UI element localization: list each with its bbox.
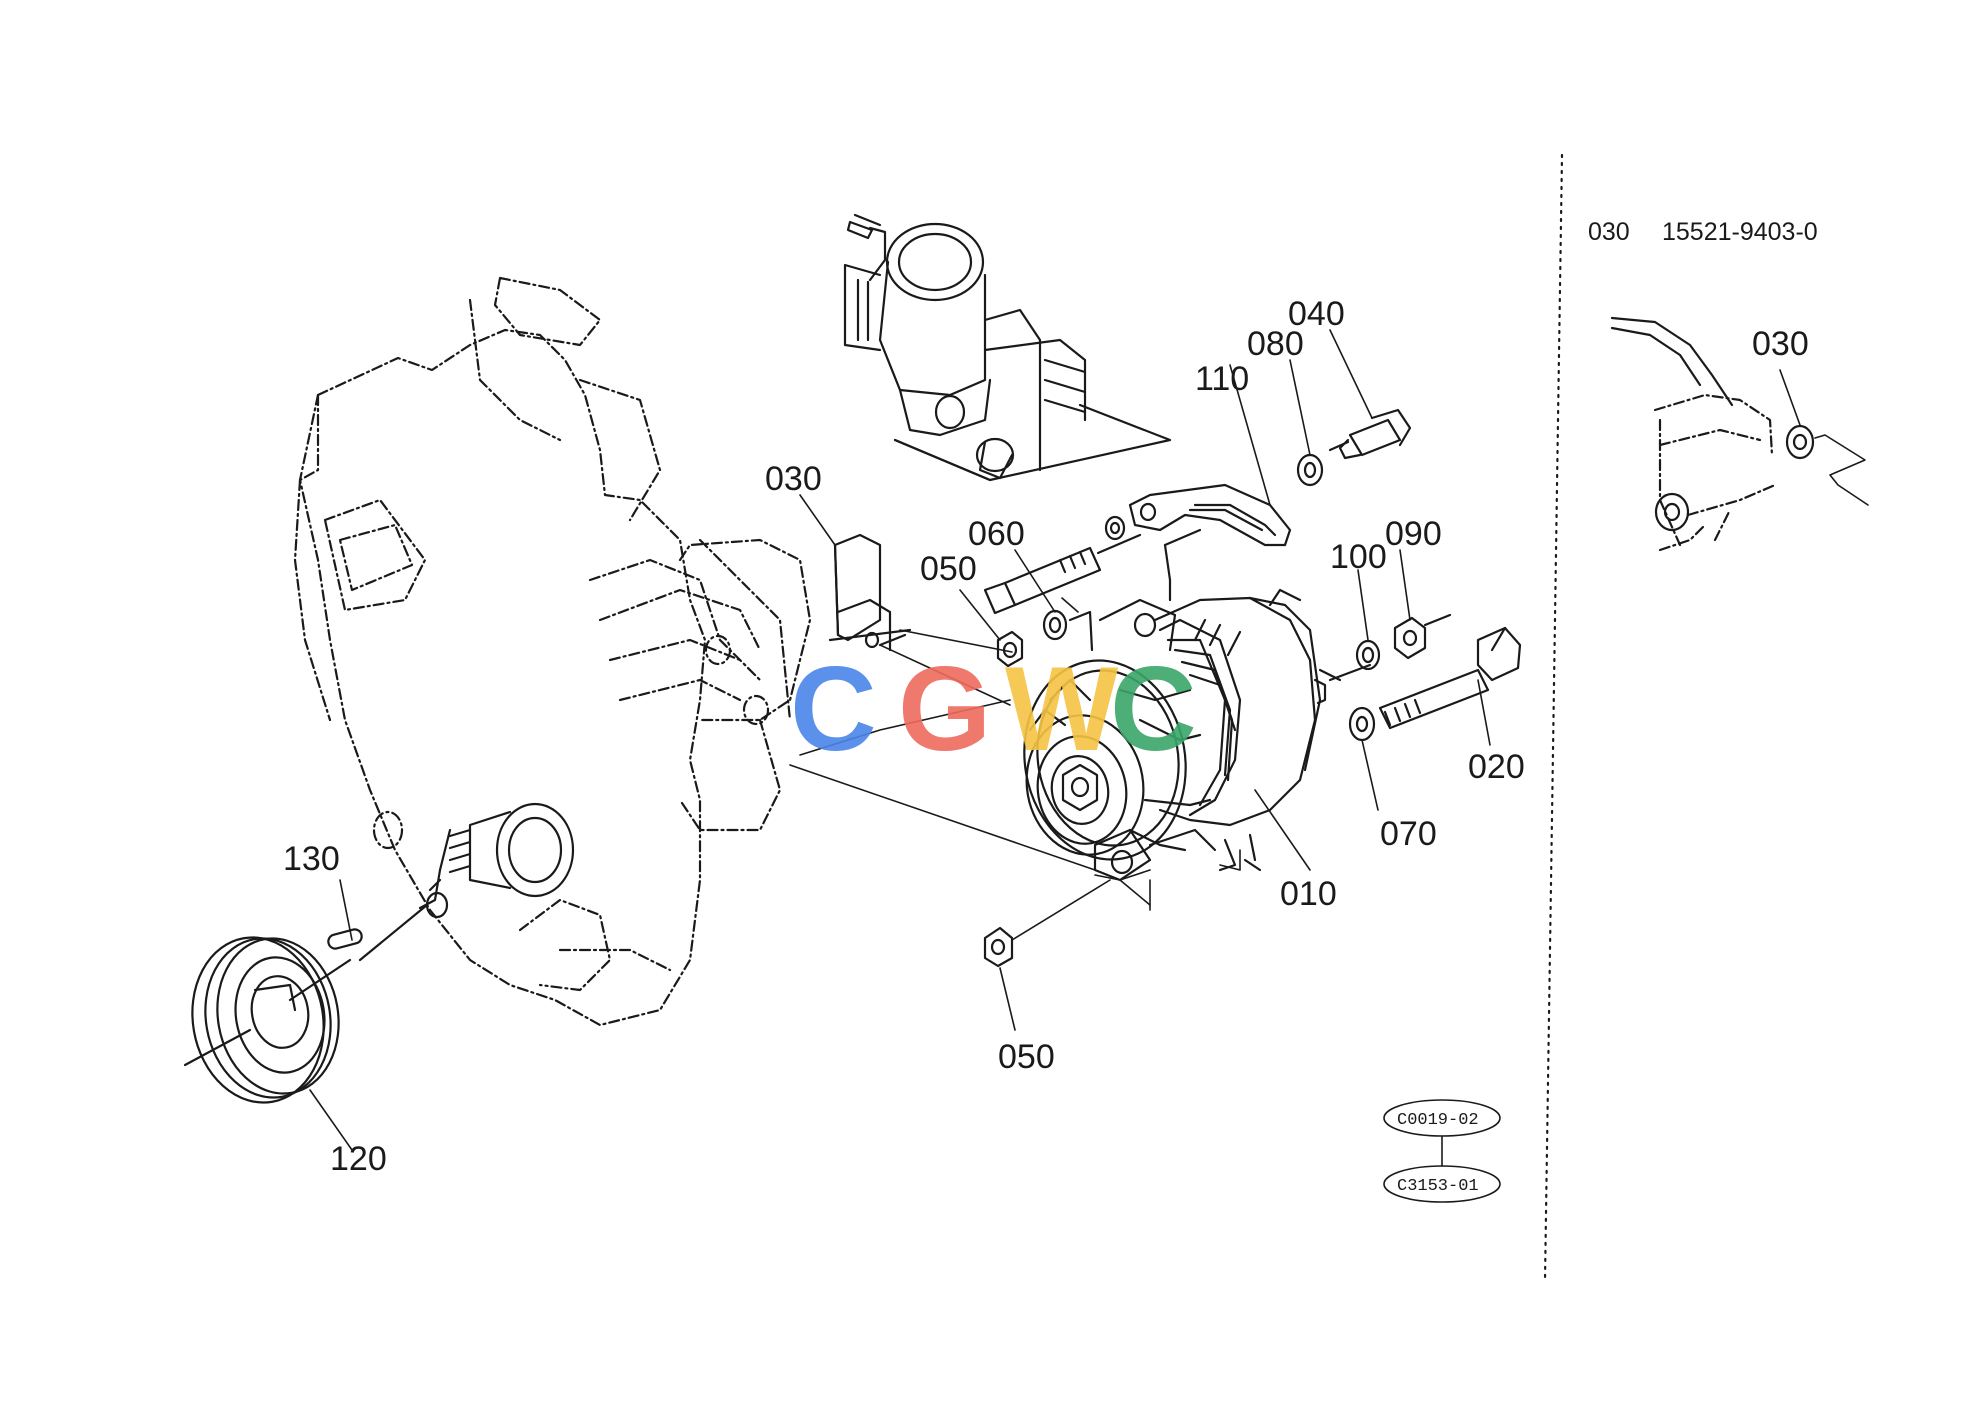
- bolt-020: [1318, 626, 1522, 730]
- inset-callout-030: 030: [1752, 325, 1809, 363]
- callout-120: 120: [330, 1140, 387, 1178]
- callout-040: 040: [1288, 295, 1345, 333]
- watermark-letter-1: C: [790, 642, 877, 776]
- washer-070: [1348, 706, 1376, 742]
- callout-050-upper: 050: [920, 550, 977, 588]
- callout-080: 080: [1247, 325, 1304, 363]
- callout-030: 030: [765, 460, 822, 498]
- water-outlet-housing: [843, 213, 1172, 482]
- callout-070: 070: [1380, 815, 1437, 853]
- crankshaft-nose: [358, 802, 575, 962]
- callout-110: 110: [1195, 360, 1249, 398]
- inset-part-no: 030: [1588, 218, 1630, 246]
- callout-010: 010: [1280, 875, 1337, 913]
- callout-020: 020: [1468, 748, 1525, 786]
- callout-130: 130: [283, 840, 340, 878]
- callout-labels: 130 120 030 050 060 050 110 080 040 100 …: [283, 295, 1525, 1178]
- inset-panel: 030 15521-9403-0 030: [1588, 218, 1869, 552]
- nut-090: [1393, 613, 1452, 660]
- inset-part-number: 15521-9403-0: [1662, 218, 1818, 246]
- bolt-040: [1328, 408, 1412, 460]
- watermark-letter-2: G: [898, 642, 991, 776]
- adjuster-110: [1128, 483, 1292, 582]
- watermark-logo: C G W C: [790, 642, 1197, 776]
- separator-line: [1543, 153, 1564, 1282]
- lock-washer-adjuster: [1104, 515, 1126, 541]
- alternator-010: [1023, 578, 1327, 882]
- callout-060: 060: [968, 515, 1025, 553]
- assembly-lines: [789, 597, 1241, 941]
- callout-100: 100: [1330, 538, 1387, 576]
- callout-090: 090: [1385, 515, 1442, 553]
- watermark-letter-3: W: [1005, 642, 1119, 776]
- gear-case: [293, 276, 812, 1027]
- callout-leaders: [309, 329, 1491, 1151]
- washer-080: [1296, 453, 1324, 487]
- bracket-030: [828, 533, 912, 652]
- key-130: [327, 928, 363, 950]
- bolt-060: [983, 533, 1142, 615]
- washer-100: [1355, 639, 1381, 671]
- ref-tag-1: C0019-02: [1397, 1111, 1479, 1130]
- reference-tags: C0019-02 C3153-01: [1383, 1099, 1501, 1203]
- watermark-letter-4: C: [1110, 642, 1197, 776]
- crank-pulley-120: [183, 936, 352, 1104]
- ref-tag-2: C3153-01: [1397, 1177, 1479, 1196]
- callout-050-lower: 050: [998, 1038, 1055, 1076]
- nut-050-lower: [983, 926, 1014, 968]
